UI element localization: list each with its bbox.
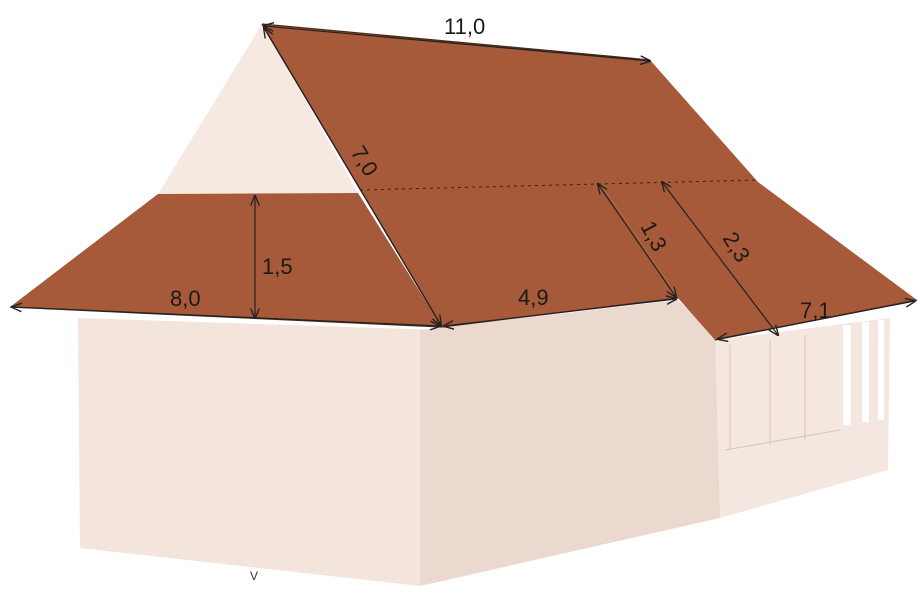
front-roof bbox=[262, 24, 678, 327]
porch-posts bbox=[843, 320, 884, 425]
left-eave-dimension-line bbox=[12, 307, 440, 326]
left-eave-label: 8,0 bbox=[170, 286, 201, 311]
rafter-dimension-line bbox=[264, 28, 441, 325]
front-eave-dimension-line bbox=[444, 299, 676, 326]
ridge-length-label: 11,0 bbox=[444, 14, 485, 39]
porch-eave-label: 7,1 bbox=[800, 298, 831, 323]
porch-eave-dimension-line bbox=[718, 301, 915, 339]
front-eave-label: 4,9 bbox=[518, 285, 549, 310]
porch-window-lines bbox=[724, 335, 841, 451]
hip-height-label: 1,5 bbox=[262, 254, 293, 279]
bottom-mark: V bbox=[250, 569, 258, 583]
left-wall bbox=[78, 318, 440, 586]
front-wall bbox=[420, 300, 720, 586]
